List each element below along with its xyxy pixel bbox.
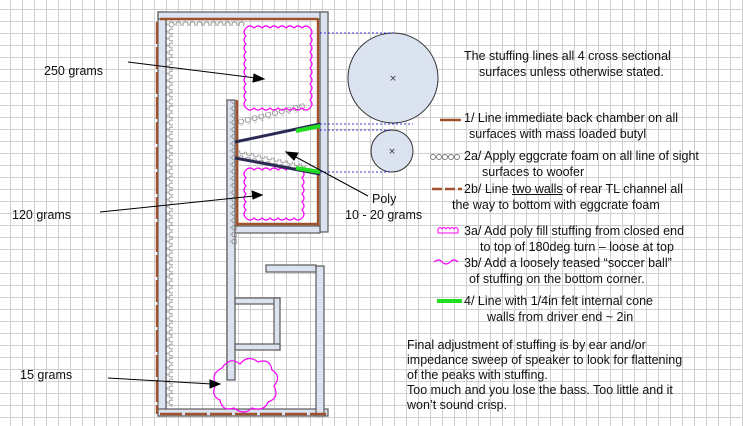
arrow-250g — [127, 61, 257, 79]
legend-2b-underlined: two walls — [511, 182, 563, 196]
weight-label-bottom: 15 grams — [20, 368, 73, 382]
header-line-2: surfaces unless otherwise stated. — [479, 65, 664, 79]
weight-label-top: 250 grams — [44, 64, 104, 78]
poly-label-weight: 10 - 20 grams — [345, 208, 423, 222]
legend-3a-line-2: to top of 180deg turn – loose at top — [480, 240, 674, 254]
poly-stuffing — [213, 25, 313, 413]
poly-upper-chamber — [243, 25, 313, 111]
poly-soccer-ball — [213, 357, 279, 413]
legend-3b-line-2: of stuffing on the bottom corner. — [469, 272, 645, 286]
chamber-bottom-shelf — [234, 225, 321, 234]
legend-2a-line-2: surfaces to woofer — [482, 165, 585, 179]
enclosure-panels — [157, 11, 329, 417]
swatch-3a-poly — [437, 227, 459, 234]
eggcrate-divider — [230, 100, 237, 245]
swatch-3b-poly-loose — [433, 259, 459, 265]
legend-3b-line-1: 3b/ Add a loosely teased “soccer ball” — [464, 256, 672, 270]
legend-1-line-2: surfaces with mass loaded butyl — [469, 127, 647, 141]
final-note-line-4: Too much and you lose the bass. Too litt… — [407, 383, 673, 397]
arrowhead-250g — [252, 73, 266, 83]
port-box-side — [273, 297, 281, 351]
driver-circles: × × — [320, 32, 439, 173]
weight-label-middle: 120 grams — [12, 208, 72, 222]
legend-3a-line-1: 3a/ Add poly fill stuffing from closed e… — [464, 224, 685, 238]
right-lower-wall — [315, 265, 325, 417]
arrow-poly — [293, 155, 369, 197]
eggcrate-baffle-bottom — [236, 150, 307, 172]
arrowhead-poly — [284, 151, 299, 161]
port-shelf — [265, 264, 317, 273]
legend-4-line-2: walls from driver end ~ 2in — [487, 310, 634, 324]
legend-2b-line-2: the way to bottom with eggcrate foam — [452, 198, 660, 212]
right-upper-wall — [319, 11, 329, 233]
header-line-1: The stuffing lines all 4 cross sectional — [464, 49, 671, 63]
port-box-bottom — [234, 343, 281, 351]
callout-arrows — [99, 61, 369, 389]
eggcrate-baffle-top — [236, 103, 306, 127]
legend-2b-prefix: 2b/ Line — [464, 182, 512, 196]
final-note-line-1: Final adjustment of stuffing is by ear a… — [407, 338, 646, 352]
legend-2b-line-1: 2b/ Line two walls of rear TL channel al… — [464, 182, 683, 197]
legend-swatches — [430, 118, 462, 303]
legend-2b-suffix: of rear TL channel all — [562, 182, 683, 196]
driver-baffle — [234, 122, 321, 176]
final-note-line-3: of the peaks with stuffing. — [407, 368, 548, 382]
left-outer-wall — [157, 11, 167, 417]
poly-label-title: Poly — [372, 192, 397, 206]
final-adjustment-note: Final adjustment of stuffing is by ear a… — [407, 338, 682, 413]
eggcrate-left-wall — [166, 22, 173, 407]
legend-2a-line-1: 2a/ Apply eggcrate foam on all line of s… — [464, 149, 699, 163]
arrowhead-15g — [209, 379, 222, 389]
felt-upper — [295, 124, 321, 133]
small-driver-circle — [370, 129, 414, 173]
port-box-top — [234, 297, 281, 305]
legend-1-line-1: 1/ Line immediate back chamber on all — [464, 111, 679, 125]
final-note-line-2: impedance sweep of speaker to look for f… — [407, 353, 683, 367]
eggcrate-top — [170, 19, 245, 26]
arrowhead-120g — [251, 190, 264, 200]
final-note-line-5: won’t sound crisp. — [407, 398, 508, 412]
felt-lower — [295, 166, 321, 174]
swatch-2a-eggcrate — [430, 154, 460, 160]
poly-lower-chamber — [243, 167, 305, 221]
arrow-120g — [99, 195, 255, 213]
arrow-15g — [107, 377, 213, 385]
butyl-lining — [155, 17, 326, 416]
legend-4-line-1: 4/ Line with 1/4in felt internal cone — [464, 294, 654, 308]
small-driver-center-mark: × — [388, 147, 396, 157]
woofer-center-mark: × — [389, 74, 397, 84]
